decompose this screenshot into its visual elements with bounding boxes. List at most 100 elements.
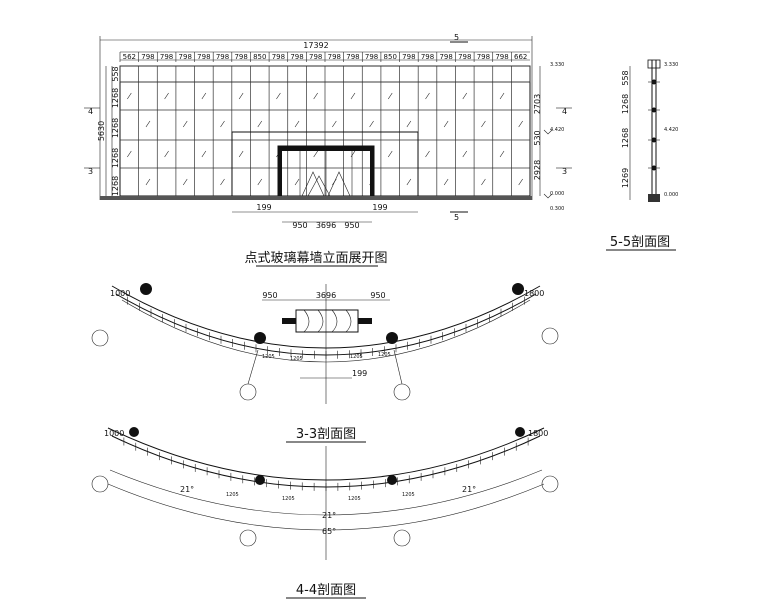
glass-mark — [387, 150, 393, 158]
section-4-4-mullions — [123, 437, 529, 491]
total-width-dim: 17392 — [303, 41, 328, 50]
door-leaves — [299, 151, 353, 197]
s33-top-dim-0: 950 — [262, 291, 277, 300]
s44-column-right-inner — [387, 475, 397, 485]
glass-mark — [499, 150, 505, 158]
panel-dim-13: 798 — [365, 53, 378, 61]
panel-dim-16: 798 — [421, 53, 434, 61]
glass-mark — [481, 120, 486, 128]
s33-small-1: 1205 — [290, 356, 303, 362]
glass-mark — [313, 92, 318, 100]
s55-dim-1: 1268 — [621, 94, 630, 114]
s44-angle-left: 21° — [180, 485, 194, 494]
glass-mark — [201, 150, 207, 158]
left-dim-3: 1268 — [111, 148, 120, 168]
panel-dim-20: 798 — [495, 53, 508, 61]
s44-small-1: 1205 — [282, 496, 295, 502]
s33-small-0: 1205 — [262, 354, 275, 360]
s33-dim-right: 1800 — [524, 289, 544, 298]
glass-mark — [462, 92, 468, 100]
level-0300: 0.300 — [550, 206, 564, 212]
glass-mark — [220, 178, 225, 186]
glass-mark — [220, 120, 225, 128]
s44-dim-left: 1000 — [104, 429, 124, 438]
glass-mark — [164, 92, 169, 100]
left-dim-2: 1268 — [111, 118, 120, 138]
right-dim-1: 530 — [533, 130, 542, 145]
section-3-3: 950 3696 950 1000 1800 1205 1205 1205 12… — [91, 283, 559, 443]
s33-small-3: 1205 — [378, 352, 391, 358]
s55-dim-3: 1269 — [621, 168, 630, 188]
door-jamb-left — [278, 146, 282, 196]
panel-dim-2: 798 — [160, 53, 173, 61]
glass-mark — [406, 178, 412, 186]
axis-mark-3-right: 3 — [562, 167, 567, 176]
left-dims: 5630 558 1268 1268 1268 1268 — [97, 66, 120, 196]
bottom-dim-right: 199 — [372, 203, 387, 212]
glass-mark — [164, 150, 169, 158]
panel-dim-21: 662 — [514, 53, 527, 61]
left-dim-4: 1268 — [111, 176, 120, 196]
s44-small-2: 1205 — [348, 496, 361, 502]
s44-column-left-inner — [255, 475, 265, 485]
panel-dim-0: 562 — [123, 53, 136, 61]
glass-mark — [182, 178, 188, 186]
axis-mark-4-right: 4 — [562, 107, 567, 116]
glass-mark — [350, 150, 356, 158]
section-5-5-dims: 558 1268 1268 1269 — [621, 70, 630, 188]
glass-mark — [462, 150, 468, 158]
s44-column-left-outer — [129, 427, 139, 437]
axis-mark-4-left: 4 — [88, 107, 93, 116]
glass-mark — [406, 120, 412, 128]
s33-dim-left: 1000 — [110, 289, 130, 298]
glass-mark — [499, 92, 505, 100]
panel-dim-19: 798 — [477, 53, 490, 61]
s44-angle-mid: 21° — [322, 511, 336, 520]
section-4-4: 1000 1800 1205 1205 1205 1205 21° 21° 21… — [91, 427, 559, 599]
s55-dim-0: 558 — [621, 70, 630, 85]
column-left-outer — [140, 283, 152, 295]
s55-level-2: 0.000 — [664, 192, 678, 198]
section-mark-5-bottom: 5 — [454, 213, 459, 222]
glass-mark — [369, 120, 374, 128]
glass-mark — [425, 150, 430, 158]
section-5-5-caption: 5-5剖面图 — [610, 235, 670, 250]
s55-level-1: 4.420 — [664, 127, 678, 133]
left-total-dim: 5630 — [97, 121, 106, 141]
panel-dim-17: 798 — [439, 53, 452, 61]
door-head — [278, 146, 374, 151]
s44-small-3: 1205 — [402, 492, 415, 498]
glass-mark — [294, 178, 300, 186]
facade-grid — [120, 66, 530, 196]
s44-small-0: 1205 — [226, 492, 239, 498]
glass-mark — [127, 150, 132, 158]
bottom-dim-left: 199 — [256, 203, 271, 212]
glass-mark — [518, 120, 523, 128]
s33-top-dim-2: 950 — [370, 291, 385, 300]
level-3330: 3.330 — [550, 62, 564, 68]
right-dim-2: 2928 — [533, 160, 542, 180]
section-4-4-caption: 4-4剖面图 — [296, 583, 356, 598]
s33-small-2: 1205 — [350, 354, 363, 360]
glass-mark — [145, 120, 151, 128]
s55-level-0: 3.330 — [664, 62, 678, 68]
glass-mark — [276, 92, 281, 100]
glass-mark — [518, 178, 523, 186]
panel-dim-4: 798 — [197, 53, 210, 61]
glass-mark — [313, 150, 318, 158]
glass-mark — [145, 178, 151, 186]
panel-dim-7: 850 — [253, 53, 266, 61]
section-5-5-nodes — [648, 79, 660, 171]
glass-mark — [238, 92, 244, 100]
left-dim-0: 558 — [111, 66, 120, 81]
panel-dim-11: 798 — [328, 53, 341, 61]
s55-dim-2: 1268 — [621, 128, 630, 148]
section-mark-5-top: 5 — [454, 33, 459, 42]
column-right-inner — [386, 332, 398, 344]
level-4420: 4.420 — [550, 127, 564, 133]
door-jamb-right — [370, 146, 374, 196]
glass-mark — [257, 120, 263, 128]
panel-dim-5: 798 — [216, 53, 229, 61]
